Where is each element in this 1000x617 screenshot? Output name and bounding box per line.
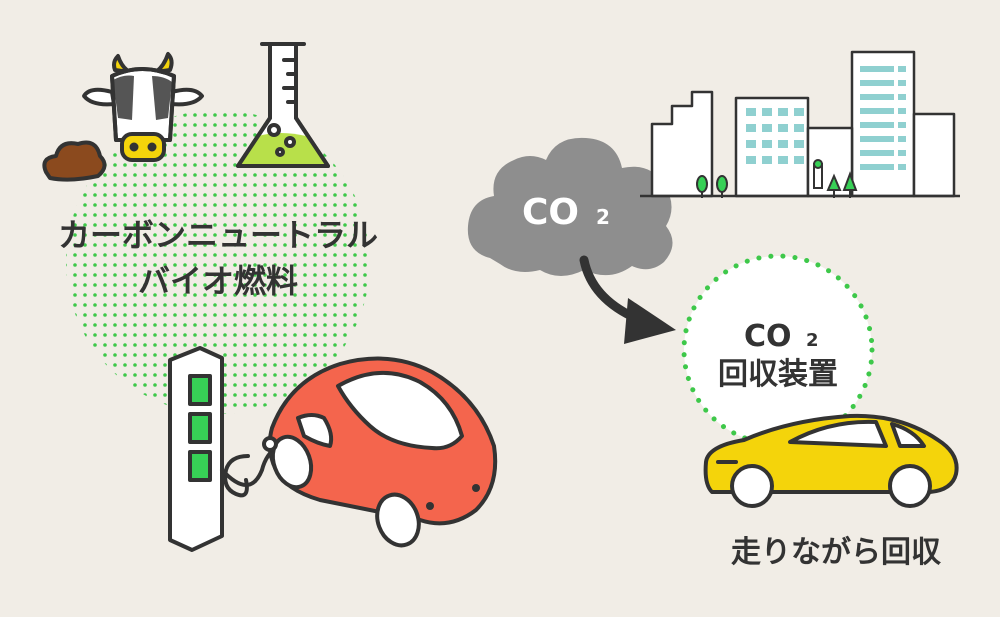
- capture-co2-subscript: 2: [806, 330, 819, 351]
- dotted-circle: [66, 110, 370, 414]
- city-windows: [746, 66, 906, 170]
- charging-station-icon: [168, 346, 250, 552]
- capture-caption: 走りながら回収: [731, 535, 942, 570]
- cow-icon: [82, 52, 204, 162]
- capture-device-label: 回収装置: [718, 357, 838, 392]
- arrow-icon: [579, 255, 676, 344]
- capture-co2-label: CO: [744, 319, 792, 354]
- yellow-car-icon: [703, 413, 959, 508]
- cloud-co2-label: CO: [522, 192, 579, 233]
- city-trees: [696, 159, 858, 198]
- cloud-icon: [467, 137, 673, 276]
- red-car-icon: [262, 356, 498, 548]
- bio-fuel-title-line2: バイオ燃料: [138, 262, 298, 300]
- manure-icon: [42, 140, 107, 182]
- bio-fuel-title-line1: カーボンニュートラル: [58, 216, 378, 254]
- flask-icon: [236, 42, 330, 168]
- cloud-co2-subscript: 2: [596, 205, 610, 229]
